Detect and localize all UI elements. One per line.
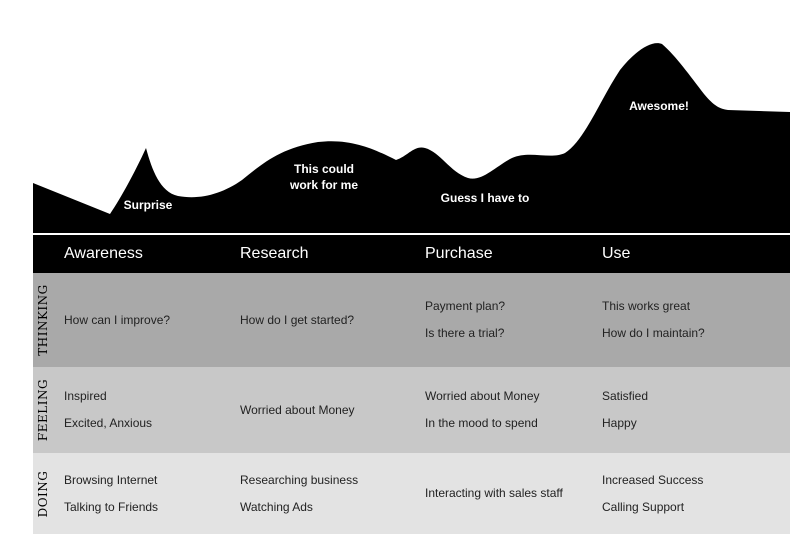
cell-text: Happy	[602, 416, 637, 430]
row-feeling: FEELING Inspired Excited, Anxious Worrie…	[33, 367, 790, 453]
cell-feeling-research: Worried about Money	[240, 367, 355, 453]
cell-text: This works great	[602, 299, 691, 313]
cell-text: Browsing Internet	[64, 472, 158, 487]
emotion-curve-area	[33, 43, 790, 233]
cell-text: Watching Ads	[240, 499, 313, 514]
cell-doing-awareness: Browsing Internet Talking to Friends	[64, 453, 158, 534]
stage-label-awareness: Awareness	[64, 245, 143, 262]
row-doing: DOING Browsing Internet Talking to Frien…	[33, 453, 790, 534]
cell-text: Excited, Anxious	[64, 416, 153, 430]
cell-feeling-use: Satisfied Happy	[602, 367, 648, 453]
cell-text: Is there a trial?	[425, 326, 505, 340]
cell-text: Worried about Money	[240, 402, 355, 417]
cell-thinking-use: This works great How do I maintain?	[602, 273, 705, 367]
curve-label-this-could-work-for-me: This could work for me	[289, 162, 359, 192]
cell-doing-research: Researching business Watching Ads	[240, 453, 358, 534]
row-label-feeling: FEELING	[36, 378, 50, 442]
cell-doing-purchase: Interacting with sales staff	[425, 453, 563, 534]
row-thinking: THINKING How can I improve? How do I get…	[33, 273, 790, 367]
cell-text: Researching business	[240, 472, 359, 487]
cell-thinking-awareness: How can I improve?	[64, 273, 170, 367]
cell-text: How can I improve?	[64, 312, 171, 327]
cell-text: Increased Success	[602, 472, 704, 487]
cell-text: Satisfied	[602, 389, 649, 403]
row-label-doing: DOING	[36, 470, 50, 517]
row-label-thinking: THINKING	[36, 284, 50, 356]
cell-text: Payment plan?	[425, 299, 506, 313]
cell-thinking-research: How do I get started?	[240, 273, 354, 367]
stage-header-band: Awareness Research Purchase Use	[33, 235, 790, 273]
cell-text: Talking to Friends	[64, 499, 159, 514]
curve-label-surprise: Surprise	[123, 198, 173, 212]
curve-label-guess-i-have-to: Guess I have to	[440, 191, 530, 205]
curve-label-awesome: Awesome!	[629, 99, 689, 113]
cell-text: Calling Support	[602, 499, 685, 514]
stage-label-purchase: Purchase	[425, 245, 493, 262]
stage-label-use: Use	[602, 245, 631, 262]
cell-doing-use: Increased Success Calling Support	[602, 453, 703, 534]
cell-text: How do I get started?	[240, 312, 355, 327]
cell-text: How do I maintain?	[602, 326, 705, 340]
cell-feeling-purchase: Worried about Money In the mood to spend	[425, 367, 540, 453]
cell-text: Inspired	[64, 389, 107, 403]
cell-feeling-awareness: Inspired Excited, Anxious	[64, 367, 152, 453]
stage-label-research: Research	[240, 245, 309, 262]
cell-thinking-purchase: Payment plan? Is there a trial?	[425, 273, 505, 367]
cell-text: Worried about Money	[425, 389, 540, 403]
cell-text: In the mood to spend	[425, 416, 538, 430]
cell-text: Interacting with sales staff	[425, 486, 563, 500]
